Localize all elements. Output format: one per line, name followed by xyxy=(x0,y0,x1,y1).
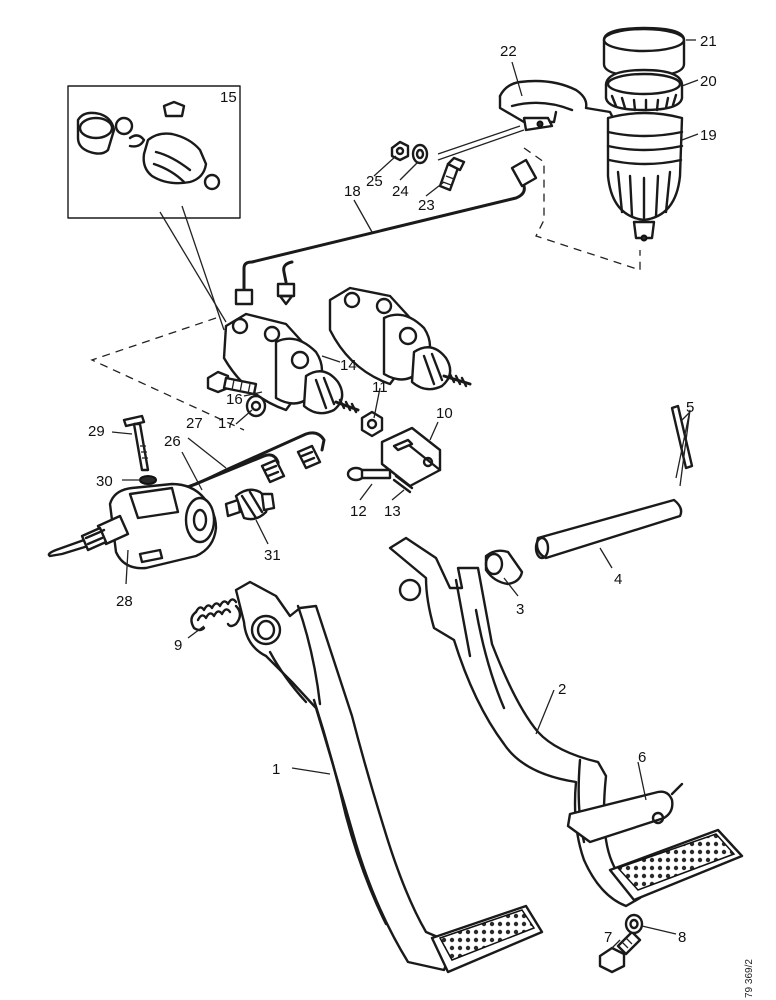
callout-11: 11 xyxy=(372,379,388,396)
nut-25 xyxy=(390,140,410,162)
callout-28: 28 xyxy=(116,593,133,610)
callout-2: 2 xyxy=(558,681,566,698)
callout-6: 6 xyxy=(638,749,646,766)
callout-19: 19 xyxy=(700,127,717,144)
pedal-extension-6 xyxy=(566,782,684,844)
callout-31: 31 xyxy=(264,547,281,564)
callout-labels: 1 2 3 4 5 6 7 8 9 10 11 12 13 14 15 16 1… xyxy=(88,33,755,998)
seal-kit-inset xyxy=(67,85,241,219)
callout-29: 29 xyxy=(88,423,105,440)
callout-26: 26 xyxy=(164,433,181,450)
brake-pedal-pad xyxy=(608,828,744,902)
callout-12: 12 xyxy=(350,503,367,520)
stop-light-switch xyxy=(224,488,276,521)
callout-27: 27 xyxy=(186,415,203,432)
callout-3: 3 xyxy=(516,601,524,618)
callout-21: 21 xyxy=(700,33,717,50)
reservoir-bracket xyxy=(498,79,618,132)
callout-15: 15 xyxy=(220,89,237,106)
callout-1: 1 xyxy=(272,761,280,778)
pin-5 xyxy=(670,404,694,470)
callout-9: 9 xyxy=(174,637,182,654)
brake-pipe-26 xyxy=(174,453,286,494)
callout-4: 4 xyxy=(614,571,622,588)
reservoir-ring xyxy=(604,68,684,112)
return-spring xyxy=(190,598,242,632)
nut-11 xyxy=(360,410,384,438)
bolt-29 xyxy=(122,414,150,472)
callout-23: 23 xyxy=(418,197,435,214)
callout-25: 25 xyxy=(366,173,383,190)
brake-pipe xyxy=(234,158,538,306)
callout-22: 22 xyxy=(500,43,517,60)
callout-10: 10 xyxy=(436,405,453,422)
clevis-pin-12 xyxy=(346,466,392,482)
split-pin-13 xyxy=(392,474,414,494)
slave-cylinder xyxy=(47,482,218,570)
callout-5: 5 xyxy=(686,399,694,416)
callout-18: 18 xyxy=(344,183,361,200)
washer-8 xyxy=(624,913,644,935)
clutch-pedal-pad xyxy=(430,904,544,974)
callout-13: 13 xyxy=(384,503,401,520)
callout-14: 14 xyxy=(340,357,357,374)
callout-24: 24 xyxy=(392,183,409,200)
clevis-10 xyxy=(380,426,442,488)
master-cylinder-right xyxy=(328,286,472,391)
washer-17 xyxy=(245,394,267,418)
fluid-reservoir xyxy=(606,111,684,242)
callout-20: 20 xyxy=(700,73,717,90)
pedal-shaft xyxy=(534,498,683,560)
callout-7: 7 xyxy=(604,929,612,946)
callout-17: 17 xyxy=(218,415,235,432)
clutch-pedal xyxy=(234,580,456,972)
bush-3 xyxy=(484,549,524,586)
bolt-23 xyxy=(438,156,466,192)
callout-16: 16 xyxy=(226,391,243,408)
callout-30: 30 xyxy=(96,473,113,490)
callout-leaders xyxy=(111,39,699,951)
washer-24 xyxy=(411,143,429,165)
spring-washer-30 xyxy=(139,475,157,485)
reference-code: 79 369/2 xyxy=(744,959,755,998)
callout-8: 8 xyxy=(678,929,686,946)
bolt-16 xyxy=(206,370,258,396)
